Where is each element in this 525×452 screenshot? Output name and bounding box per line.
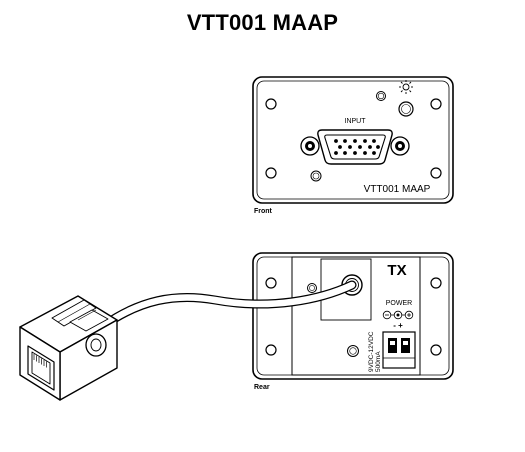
model-label: VTT001 MAAP [364,184,431,195]
rear-screw [307,283,317,293]
rear-screw [347,345,359,357]
rear-mounting-hole [430,277,442,289]
power-terminal-block [382,331,416,369]
input-label: INPUT [345,118,367,125]
polarity-label: - + [393,321,403,330]
front-panel: INPUT VTT001 MAAP [252,76,454,204]
power-label: POWER [386,300,412,307]
front-mounting-hole [430,167,442,179]
polarity-icon [382,310,414,320]
voltage-label: 9VDC-12VDC [368,331,375,372]
rj45-connector-icon [19,295,118,401]
vga-input-connector [300,129,410,165]
front-adjust-screw [310,170,322,182]
front-mounting-hole [430,98,442,110]
front-adjust-screw [376,91,386,101]
front-mounting-hole [265,98,277,110]
current-label: 500mA [375,351,382,372]
front-caption: Front [254,208,273,215]
rear-mounting-hole [265,277,277,289]
rear-caption: Rear [254,384,270,391]
tx-label: TX [387,262,406,279]
rear-panel: TX POWER - + 9VDC-12VDC 500mA [252,252,454,380]
cable [98,280,357,331]
power-led-icon [398,80,414,117]
front-mounting-hole [265,167,277,179]
rear-mounting-hole [430,344,442,356]
page-title: VTT001 MAAP [186,10,339,35]
rear-mounting-hole [265,344,277,356]
